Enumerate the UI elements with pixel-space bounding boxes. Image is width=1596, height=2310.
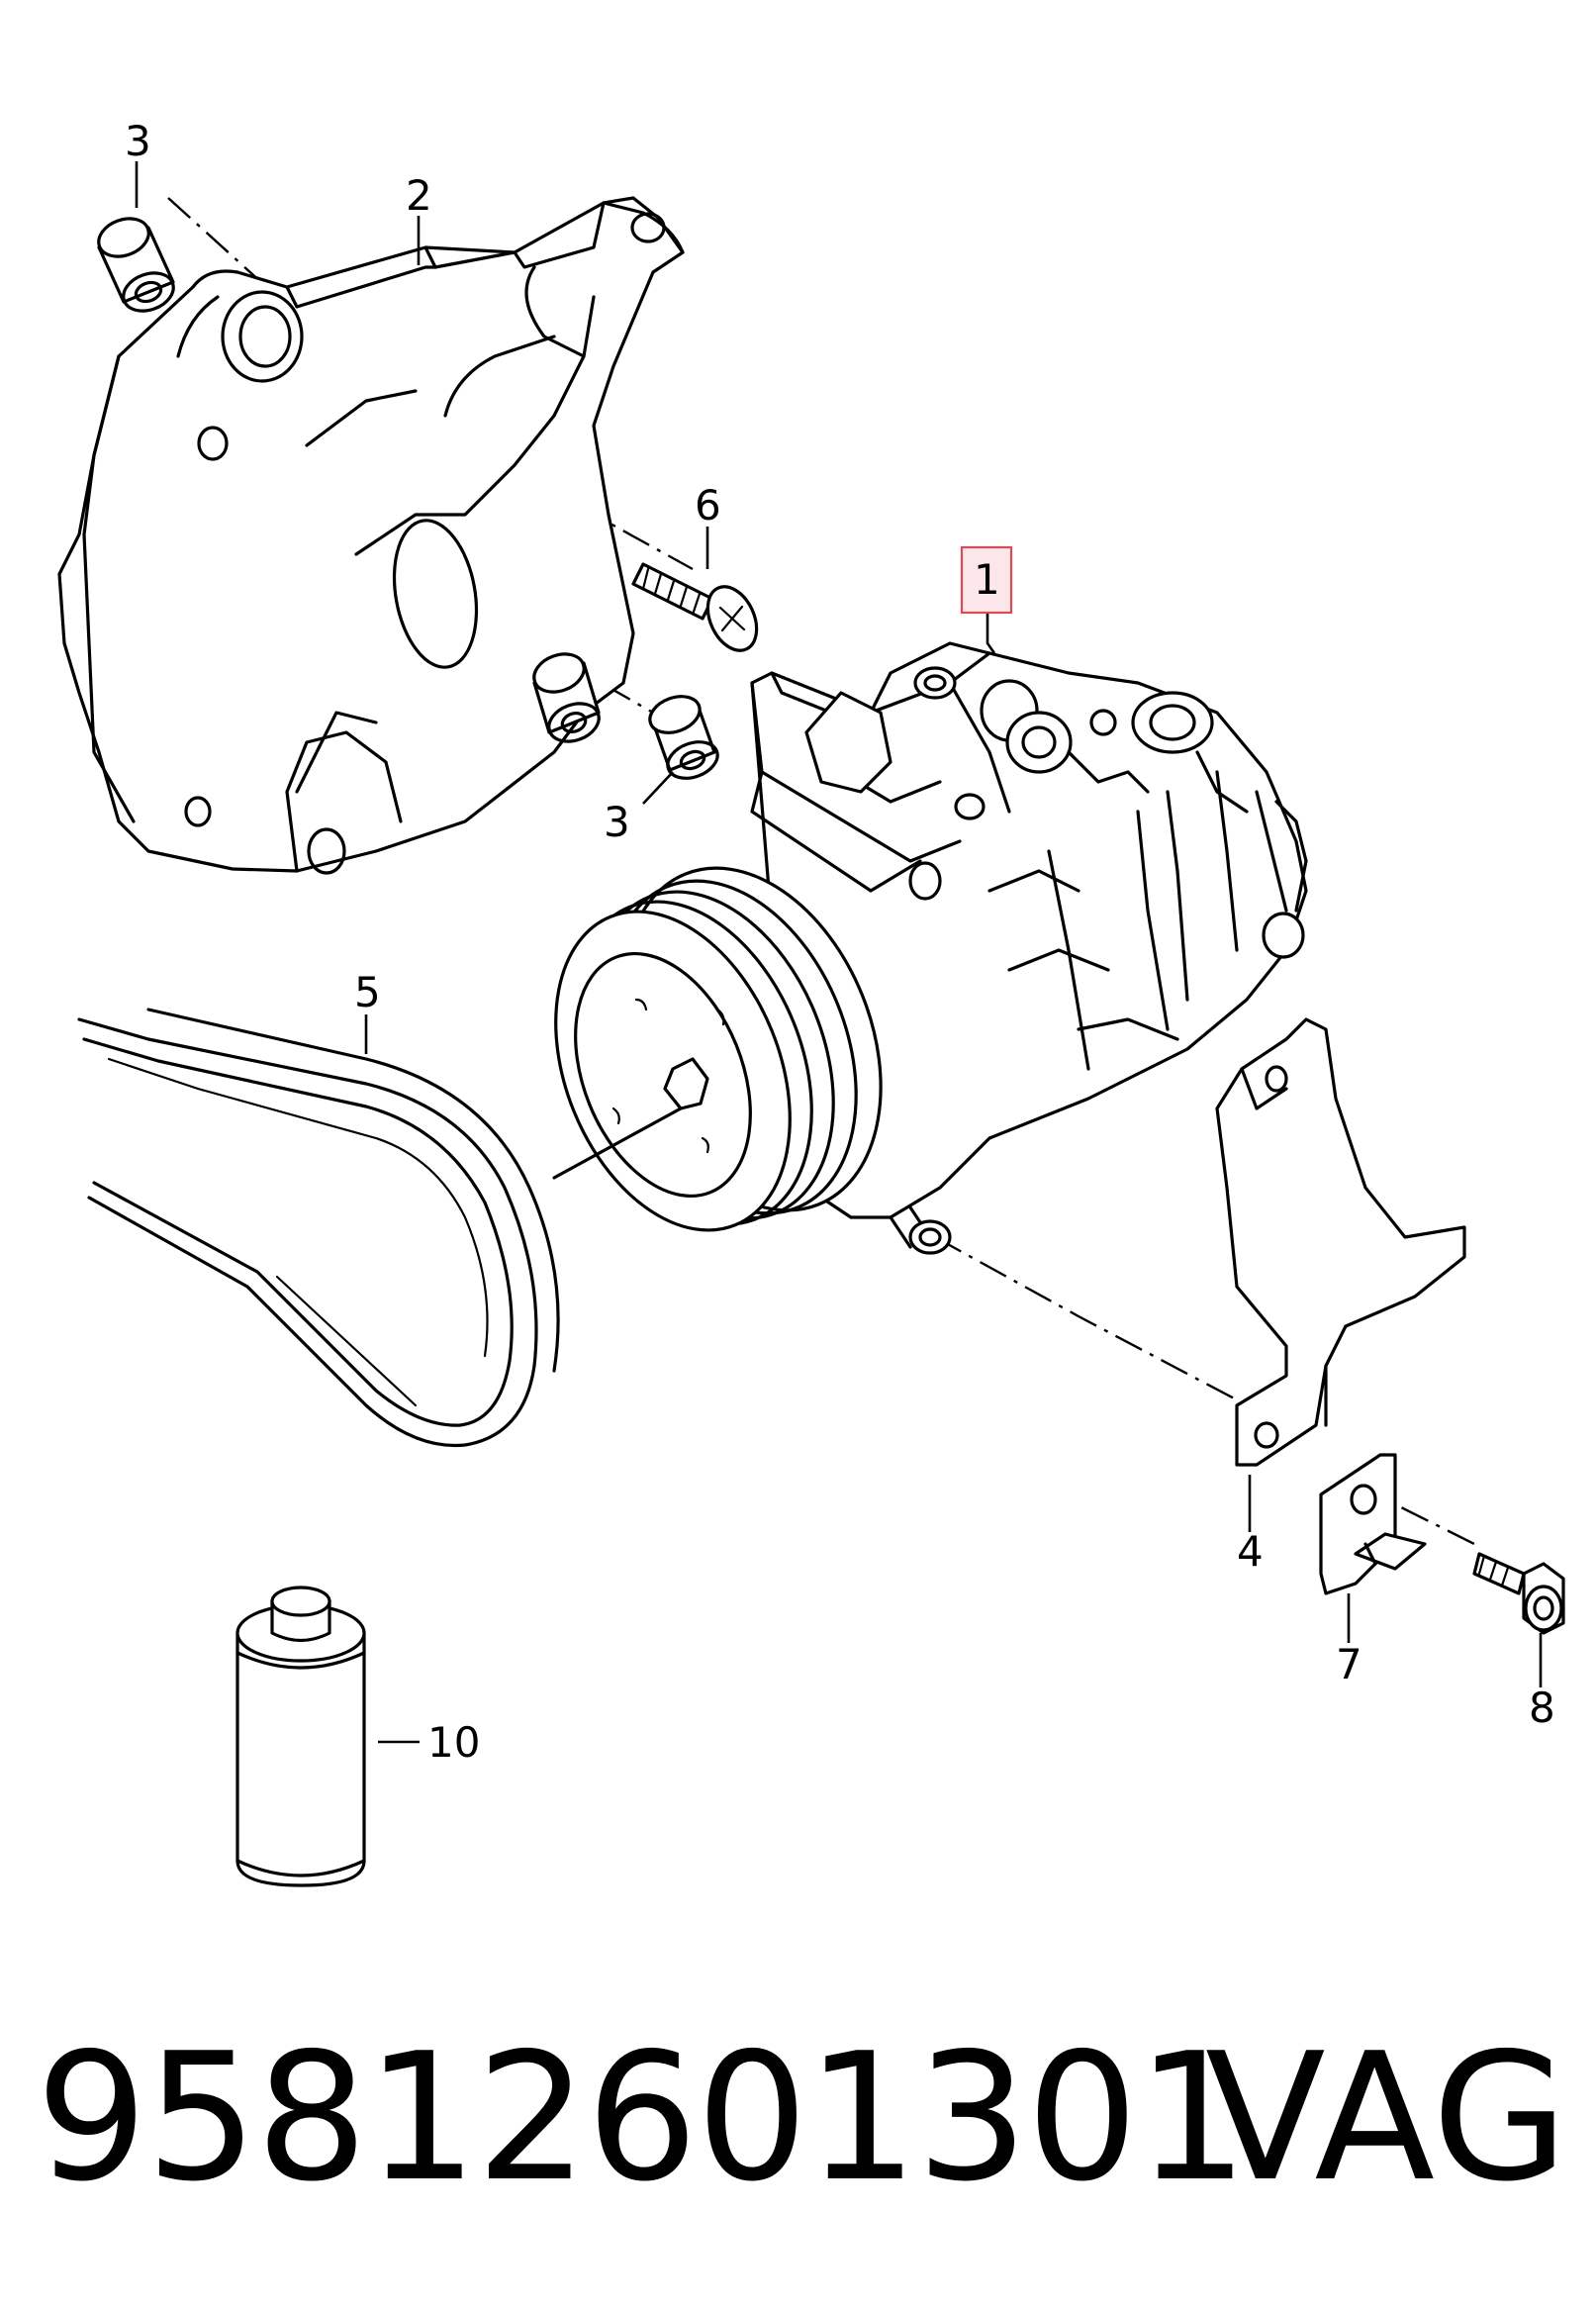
cylinder-10 <box>235 1586 366 1887</box>
callout-1: 1 <box>974 555 1000 604</box>
bracket-plate <box>57 196 685 875</box>
leader-lines <box>135 161 1543 1744</box>
callout-4: 4 <box>1237 1527 1264 1576</box>
sleeve-top <box>97 217 175 313</box>
callout-1-highlight <box>960 545 1013 615</box>
parts-diagram: 3 2 6 1 3 5 4 7 8 10 <box>57 117 1565 1887</box>
callout-2: 2 <box>406 171 432 220</box>
bolt-8 <box>1472 1552 1565 1635</box>
bracket-7 <box>1319 1453 1427 1595</box>
lower-bracket <box>1215 1017 1466 1467</box>
pulley <box>552 866 883 1232</box>
callout-labels: 3 2 6 1 3 5 4 7 8 10 <box>125 117 1555 1767</box>
drive-belt <box>77 1008 560 1448</box>
callout-6: 6 <box>695 481 721 529</box>
callout-10: 10 <box>427 1718 480 1767</box>
callout-8: 8 <box>1529 1684 1555 1732</box>
sleeve-lower <box>648 695 719 780</box>
bolt-6 <box>631 562 759 652</box>
sleeve-middle <box>532 652 601 743</box>
ac-compressor <box>750 641 1308 1255</box>
callout-7: 7 <box>1336 1640 1362 1688</box>
footer: 95812601301 VAG <box>0 2009 1596 2227</box>
callout-5: 5 <box>354 968 381 1016</box>
brand-name: VAG <box>1205 2015 1568 2220</box>
part-number: 95812601301 <box>36 2015 1249 2220</box>
callout-3-middle: 3 <box>604 798 630 846</box>
callout-3-top: 3 <box>125 117 151 165</box>
